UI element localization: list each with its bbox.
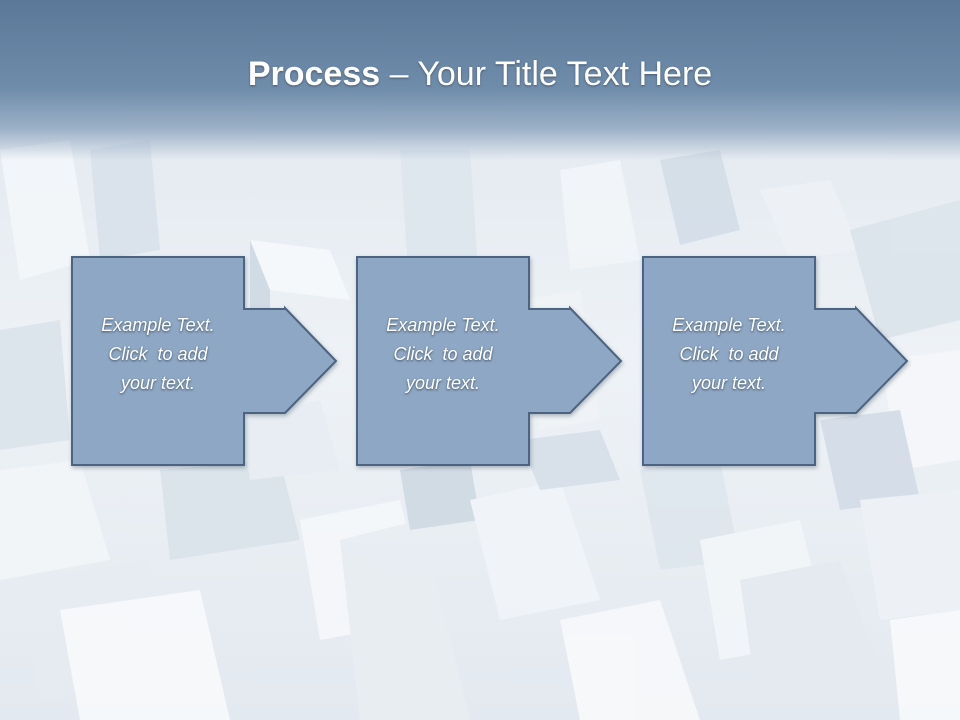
step-3-line-1: Example Text.	[672, 315, 786, 335]
step-2-line-3: your text.	[405, 373, 481, 393]
process-step-1-text[interactable]: Example Text. Click to add your text.	[72, 311, 244, 398]
slide-title[interactable]: Process – Your Title Text Here	[0, 52, 960, 96]
slide-title-bold: Process	[247, 55, 381, 93]
slide-title-separator: –	[380, 55, 418, 93]
step-3-line-2: Click to add	[679, 344, 779, 364]
step-1-line-2: Click to add	[108, 344, 208, 364]
process-step-1-shape[interactable]	[71, 256, 338, 466]
step-1-line-3: your text.	[120, 373, 196, 393]
step-3-line-3: your text.	[691, 373, 767, 393]
slide-title-regular: Your Title Text Here	[417, 55, 713, 93]
process-step-3-text[interactable]: Example Text. Click to add your text.	[643, 311, 815, 398]
title-band	[0, 0, 960, 160]
step-2-line-1: Example Text.	[386, 315, 500, 335]
process-step-2-shape[interactable]	[356, 256, 623, 466]
process-step-2-text[interactable]: Example Text. Click to add your text.	[357, 311, 529, 398]
process-step-3-shape[interactable]	[642, 256, 909, 466]
step-1-line-1: Example Text.	[101, 315, 215, 335]
step-2-line-2: Click to add	[393, 344, 493, 364]
